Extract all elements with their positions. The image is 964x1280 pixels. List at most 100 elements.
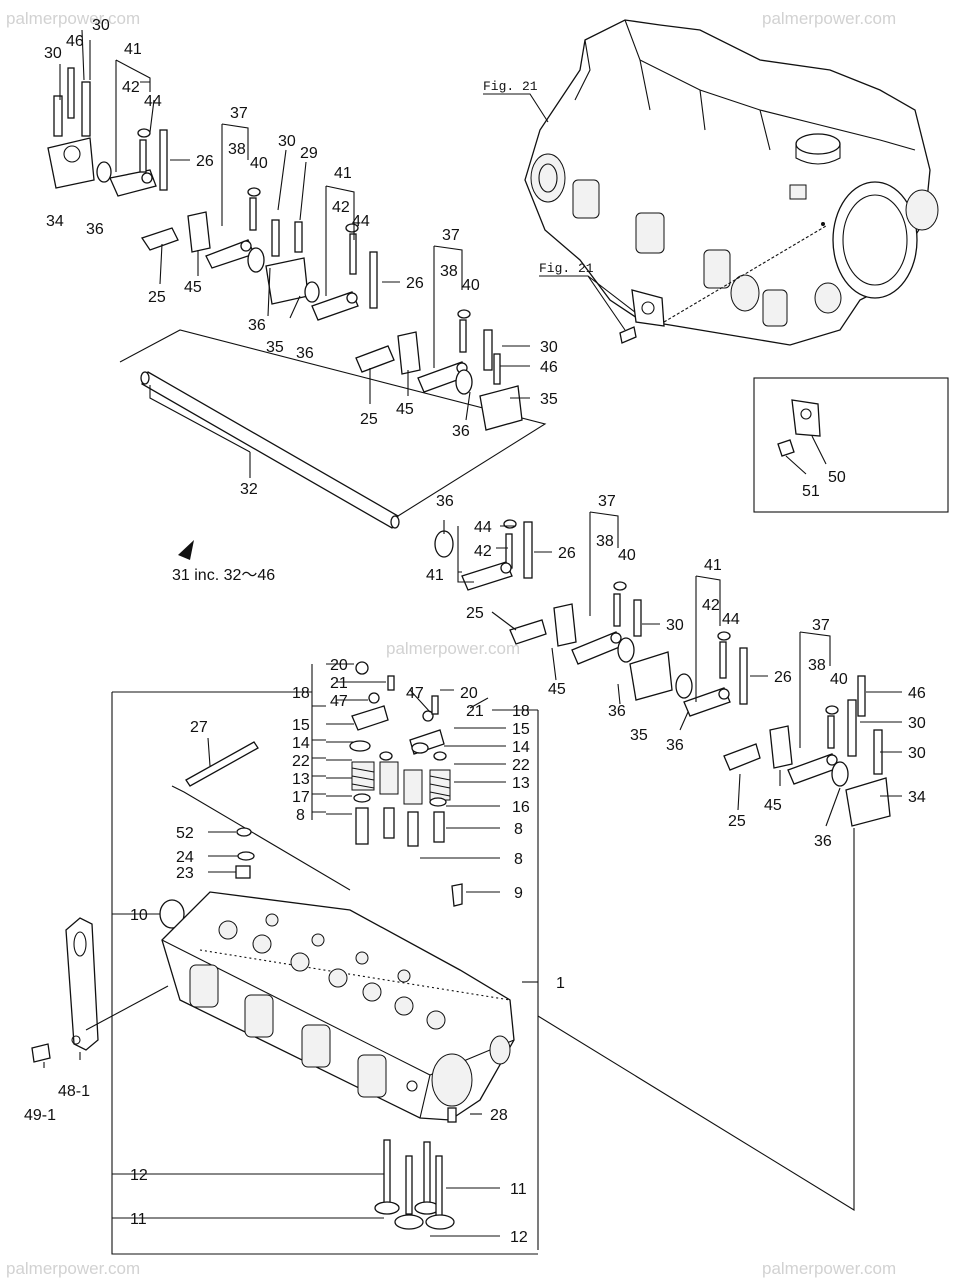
valve-train-left: [349, 661, 399, 845]
callout-46-c: 46: [908, 685, 926, 702]
callout-8-a: 8: [296, 807, 305, 824]
valves: [374, 1107, 457, 1230]
callout-8-c: 8: [514, 851, 523, 868]
callout-30-a: 30: [44, 45, 62, 62]
callout-45-b: 45: [396, 401, 414, 418]
callout-16-a: 16: [512, 799, 530, 816]
callout-26-b: 26: [406, 275, 424, 292]
callout-29-a: 29: [300, 145, 318, 162]
callout-15-b: 15: [512, 721, 530, 738]
callout-44-d: 44: [722, 611, 740, 628]
callout-10-a: 10: [130, 907, 148, 924]
callout-12-b: 12: [510, 1229, 528, 1246]
callout-25-c: 25: [466, 605, 484, 622]
callout-40-b: 40: [462, 277, 480, 294]
callout-26-c: 26: [558, 545, 576, 562]
rocker-parts-row-1: [47, 67, 211, 253]
callout-30-e: 30: [666, 617, 684, 634]
rocker-shaft: [119, 329, 547, 529]
cylinder-head: [161, 891, 515, 1121]
callout-30-g: 30: [908, 745, 926, 762]
callout-38-b: 38: [440, 263, 458, 280]
callout-41-c: 41: [426, 567, 444, 584]
callout-14-b: 14: [512, 739, 530, 756]
callout-41-b: 41: [334, 165, 352, 182]
callout-44-a: 44: [144, 93, 162, 110]
callout-30-b: 30: [92, 17, 110, 34]
rocker-parts-row-5: [675, 631, 891, 827]
callout-28-a: 28: [490, 1107, 508, 1124]
callout-34-a: 34: [46, 213, 64, 230]
callout-36-h: 36: [814, 833, 832, 850]
callout-44-b: 44: [352, 213, 370, 230]
callout-1-a: 1: [556, 975, 565, 992]
callout-52-a: 52: [176, 825, 194, 842]
callout-47-b: 47: [406, 685, 424, 702]
callout-38-a: 38: [228, 141, 246, 158]
callout-40-c: 40: [618, 547, 636, 564]
callout-40-d: 40: [830, 671, 848, 688]
inset-plate-bolt: [777, 399, 827, 475]
callout-38-d: 38: [808, 657, 826, 674]
callout-26-a: 26: [196, 153, 214, 170]
plate-bracket: [619, 225, 827, 344]
callout-15-a: 15: [292, 717, 310, 734]
callout-47-a: 47: [330, 693, 348, 710]
callout-25-d: 25: [728, 813, 746, 830]
callout-17-a: 17: [292, 789, 310, 806]
callout-11-a: 11: [510, 1181, 527, 1198]
callout-37-b: 37: [442, 227, 460, 244]
watermark-bottom-left: palmerpower.com: [6, 1259, 140, 1278]
callout-18-b: 18: [512, 703, 530, 720]
callout-42-a: 42: [122, 79, 140, 96]
callout-35-b: 35: [540, 391, 558, 408]
callout-36-d: 36: [452, 423, 470, 440]
callout-32-a: 32: [240, 481, 258, 498]
callout-25-a: 25: [148, 289, 166, 306]
rocker-parts-row-2: [205, 187, 421, 375]
callout-21-a: 21: [330, 675, 348, 692]
fig-ref-bracket: Fig. 21: [539, 261, 594, 276]
callout-36-g: 36: [666, 737, 684, 754]
callout-48-1: 48-1: [58, 1083, 90, 1100]
callout-42-c: 42: [474, 543, 492, 560]
callout-44-c: 44: [474, 519, 492, 536]
washer: [237, 851, 255, 861]
callout-45-d: 45: [764, 797, 782, 814]
assembly-note: 31 inc. 32～46: [172, 567, 275, 584]
callout-21-b: 21: [466, 703, 484, 720]
callout-22-b: 22: [512, 757, 530, 774]
callout-12-a: 12: [130, 1167, 148, 1184]
callout-18-a: 18: [292, 685, 310, 702]
fig-ref-top: Fig. 21: [483, 79, 538, 94]
callout-13-b: 13: [512, 775, 530, 792]
assembly-arrow-icon: [178, 540, 194, 560]
callout-50-a: 50: [828, 469, 846, 486]
callout-30-c: 30: [278, 133, 296, 150]
callout-37-d: 37: [812, 617, 830, 634]
rocker-parts-row-3: [417, 309, 523, 431]
callout-36-a: 36: [86, 221, 104, 238]
callout-37-c: 37: [598, 493, 616, 510]
callout-41-d: 41: [704, 557, 722, 574]
callout-27-a: 27: [190, 719, 208, 736]
callout-46-a: 46: [66, 33, 84, 50]
callout-13-a: 13: [292, 771, 310, 788]
callout-34-b: 34: [908, 789, 926, 806]
inset-box: [753, 377, 949, 513]
callout-20-b: 20: [460, 685, 478, 702]
gear-case-housing: [524, 19, 939, 346]
callout-49-1: 49-1: [24, 1107, 56, 1124]
valve-train-right: [403, 695, 463, 907]
watermark-center: palmerpower.com: [386, 639, 520, 658]
callout-8-b: 8: [514, 821, 523, 838]
callout-36-f: 36: [608, 703, 626, 720]
callout-23-a: 23: [176, 865, 194, 882]
watermark-top-left: palmerpower.com: [6, 9, 140, 28]
callout-38-c: 38: [596, 533, 614, 550]
callout-51-a: 51: [802, 483, 820, 500]
callout-42-d: 42: [702, 597, 720, 614]
stud-bolt: [185, 741, 259, 787]
